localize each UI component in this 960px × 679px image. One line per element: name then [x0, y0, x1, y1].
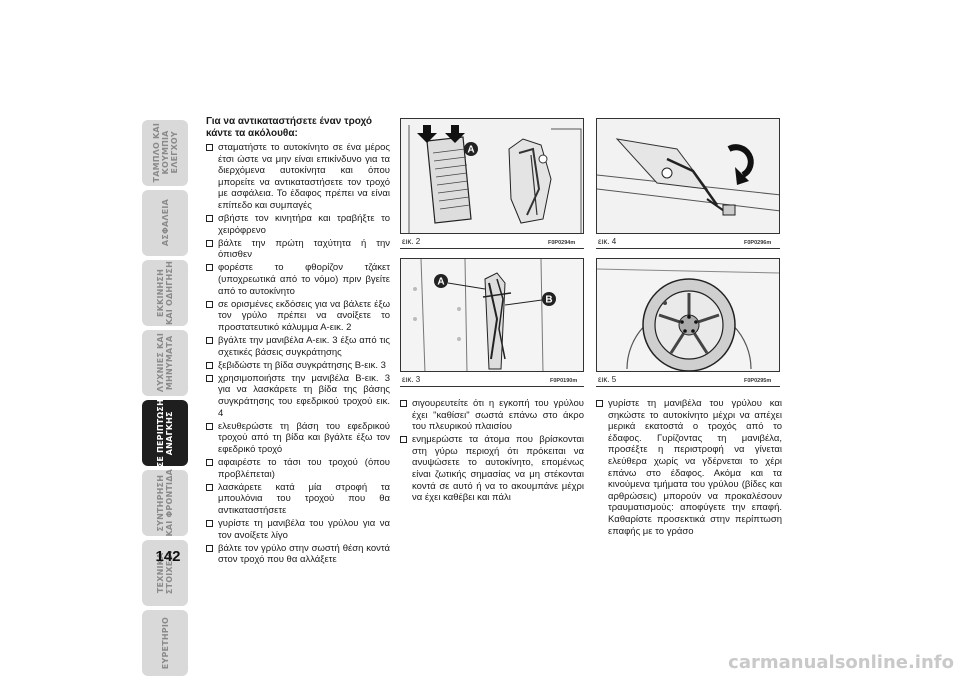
- checkbox-bullet-icon: [206, 264, 213, 272]
- page-number: 142: [155, 548, 181, 565]
- checkbox-bullet-icon: [206, 239, 213, 247]
- section-heading: Για να αντικαταστήσετε έναν τροχό κάντε …: [206, 116, 373, 139]
- checkbox-bullet-icon: [206, 144, 213, 151]
- figure-2-code: F0P0294m: [548, 240, 576, 246]
- list-item: σιγουρευτείτε ότι η εγκοπή του γρύλου έχ…: [400, 398, 584, 433]
- step-text: φορέστε το φθορίζον τζάκετ (υποχρεωτικά …: [218, 262, 390, 297]
- list-item: λασκάρετε κατά μία στροφή τα μπουλόνια τ…: [206, 482, 390, 517]
- callout-a-marker: [434, 274, 448, 288]
- instructions-column-2: σιγουρευτείτε ότι η εγκοπή του γρύλου έχ…: [400, 398, 584, 505]
- tab-starting-driving[interactable]: ΕΚΚΙΝΗΣΗ ΚΑΙ ΟΔΗΓΗΣΗ: [140, 258, 190, 328]
- list-item: γυρίστε τη μανιβέλα του γρύλου για να το…: [206, 518, 390, 541]
- callout-a-marker: [464, 142, 478, 156]
- checkbox-bullet-icon: [206, 374, 213, 382]
- tab-label: ΛΥΧΝΙΕΣ ΚΑΙ ΜΗΝΥΜΑΤΑ: [156, 333, 174, 393]
- step-text: σιγουρευτείτε ότι η εγκοπή του γρύλου έχ…: [412, 398, 584, 433]
- figure-5-caption: εικ. 5: [598, 375, 617, 384]
- instructions-column-3: γυρίστε τη μανιβέλα του γρύλου και σηκώσ…: [596, 398, 782, 539]
- figure-divider: [596, 386, 780, 387]
- step-text: αφαιρέστε το τάσι του τροχού (όπου προβλ…: [218, 456, 390, 480]
- tab-index[interactable]: ΕΥΡΕΤΗΡΙΟ: [140, 608, 190, 678]
- checkbox-bullet-icon: [206, 458, 213, 466]
- step-text: χρησιμοποιήστε την μανιβέλα Β-εικ. 3 για…: [218, 372, 390, 419]
- step-text: βάλτε τον γρύλο στην σωστή θέση κοντά στ…: [218, 542, 390, 566]
- step-text: ενημερώστε τα άτομα που βρίσκονται στη γ…: [412, 434, 584, 504]
- tab-emergency[interactable]: ΣΕ ΠΕΡΙΠΤΩΣΗ ΑΝΑΓΚΗΣ: [140, 398, 190, 468]
- figure-4-code: F0P0296m: [744, 240, 772, 246]
- figure-2-caption: εικ. 2: [402, 237, 421, 246]
- list-item: χρησιμοποιήστε την μανιβέλα Β-εικ. 3 για…: [206, 373, 390, 419]
- step-text: βάλτε την πρώτη ταχύτητα ή την όπισθεν: [218, 237, 390, 261]
- tab-safety[interactable]: ΑΣΦΑΛΕΙΑ: [140, 188, 190, 258]
- tab-label: ΤΑΜΠΛΟ ΚΑΙ ΚΟΥΜΠΙΑ ΕΛΕΓΧΟΥ: [151, 123, 179, 183]
- tab-warning-lights[interactable]: ΛΥΧΝΙΕΣ ΚΑΙ ΜΗΝΥΜΑΤΑ: [140, 328, 190, 398]
- step-text: βγάλτε την μανιβέλα Α-εικ. 3 έξω από τις…: [218, 335, 390, 358]
- checkbox-bullet-icon: [206, 483, 213, 491]
- figure-5-code: F0P0295m: [744, 378, 772, 384]
- checkbox-bullet-icon: [206, 300, 213, 308]
- list-item: σε ορισμένες εκδόσεις για να βάλετε έξω …: [206, 299, 390, 334]
- figure-4-illustration: [597, 119, 779, 233]
- figure-4-caption: εικ. 4: [598, 237, 617, 246]
- figure-5: [596, 258, 780, 372]
- checkbox-bullet-icon: [206, 215, 213, 223]
- tab-label: ΣΥΝΤΗΡΗΣΗ ΚΑΙ ΦΡΟΝΤΙΔΑ: [156, 469, 174, 537]
- step-text: ελευθερώστε τη βάση του εφεδρικού τροχού…: [218, 420, 390, 455]
- list-item: βάλτε την πρώτη ταχύτητα ή την όπισθεν: [206, 238, 390, 261]
- tab-technical-data[interactable]: ΤΕΧΝΙΚΑ ΣΤΟΙΧΕΙΑ: [140, 538, 190, 608]
- figure-3-illustration: A B: [401, 259, 583, 371]
- checkbox-bullet-icon: [400, 400, 407, 407]
- step-text: σταματήστε το αυτοκίνητο σε ένα μέρος έτ…: [218, 142, 390, 211]
- figure-3-caption: εικ. 3: [402, 375, 421, 384]
- list-item: ξεβιδώστε τη βίδα συγκράτησης Β-εικ. 3: [206, 360, 390, 372]
- checkbox-bullet-icon: [206, 519, 213, 527]
- callout-a-text: A: [437, 277, 444, 288]
- step-text: λασκάρετε κατά μία στροφή τα μπουλόνια τ…: [218, 481, 390, 516]
- tab-label: ΕΥΡΕΤΗΡΙΟ: [160, 616, 170, 670]
- instructions-column-1: Για να αντικαταστήσετε έναν τροχό κάντε …: [206, 116, 390, 567]
- step-text: ξεβιδώστε τη βίδα συγκράτησης Β-εικ. 3: [218, 359, 386, 371]
- list-item: φορέστε το φθορίζον τζάκετ (υποχρεωτικά …: [206, 262, 390, 297]
- figure-4: [596, 118, 780, 234]
- rotate-arrow-icon: [727, 144, 754, 178]
- down-arrow-icon: [445, 125, 465, 143]
- checkbox-bullet-icon: [400, 436, 407, 444]
- figure-3-code: F0P0190m: [550, 378, 578, 384]
- checkbox-bullet-icon: [206, 422, 213, 430]
- figure-2: A: [400, 118, 584, 234]
- list-item: βάλτε τον γρύλο στην σωστή θέση κοντά στ…: [206, 543, 390, 566]
- tab-label: ΣΕ ΠΕΡΙΠΤΩΣΗ ΑΝΑΓΚΗΣ: [156, 398, 174, 468]
- tab-maintenance[interactable]: ΣΥΝΤΗΡΗΣΗ ΚΑΙ ΦΡΟΝΤΙΔΑ: [140, 468, 190, 538]
- list-item: ενημερώστε τα άτομα που βρίσκονται στη γ…: [400, 434, 584, 504]
- figure-3: A B: [400, 258, 584, 372]
- tab-label: ΕΚΚΙΝΗΣΗ ΚΑΙ ΟΔΗΓΗΣΗ: [156, 261, 174, 325]
- list-item: γυρίστε τη μανιβέλα του γρύλου και σηκώσ…: [596, 398, 782, 537]
- list-item: βγάλτε την μανιβέλα Α-εικ. 3 έξω από τις…: [206, 335, 390, 358]
- checkbox-bullet-icon: [206, 361, 213, 369]
- checkbox-bullet-icon: [206, 544, 213, 552]
- figure-divider: [400, 248, 584, 249]
- step-text: γυρίστε τη μανιβέλα του γρύλου για να το…: [218, 517, 390, 541]
- watermark: carmanualsonline.info: [728, 652, 954, 673]
- step-text: σε ορισμένες εκδόσεις για να βάλετε έξω …: [218, 298, 390, 333]
- callout-b-text: B: [545, 295, 552, 306]
- checkbox-bullet-icon: [206, 337, 213, 344]
- figure-5-illustration: [597, 259, 779, 371]
- list-item: σβήστε τον κινητήρα και τραβήξτε το χειρ…: [206, 213, 390, 236]
- list-item: αφαιρέστε το τάσι του τροχού (όπου προβλ…: [206, 457, 390, 480]
- checkbox-bullet-icon: [596, 400, 603, 407]
- figure-divider: [596, 248, 780, 249]
- callout-a-text: A: [467, 145, 474, 156]
- figure-2-illustration: A: [401, 119, 583, 233]
- tab-label: ΑΣΦΑΛΕΙΑ: [160, 199, 170, 247]
- down-arrow-icon: [417, 125, 437, 143]
- step-text: σβήστε τον κινητήρα και τραβήξτε το χειρ…: [218, 213, 390, 236]
- tab-dashboard-controls[interactable]: ΤΑΜΠΛΟ ΚΑΙ ΚΟΥΜΠΙΑ ΕΛΕΓΧΟΥ: [140, 118, 190, 188]
- step-text: γυρίστε τη μανιβέλα του γρύλου και σηκώσ…: [608, 398, 782, 537]
- list-item: σταματήστε το αυτοκίνητο σε ένα μέρος έτ…: [206, 142, 390, 212]
- callout-b-marker: [542, 292, 556, 306]
- list-item: ελευθερώστε τη βάση του εφεδρικού τροχού…: [206, 421, 390, 456]
- figure-divider: [400, 386, 584, 387]
